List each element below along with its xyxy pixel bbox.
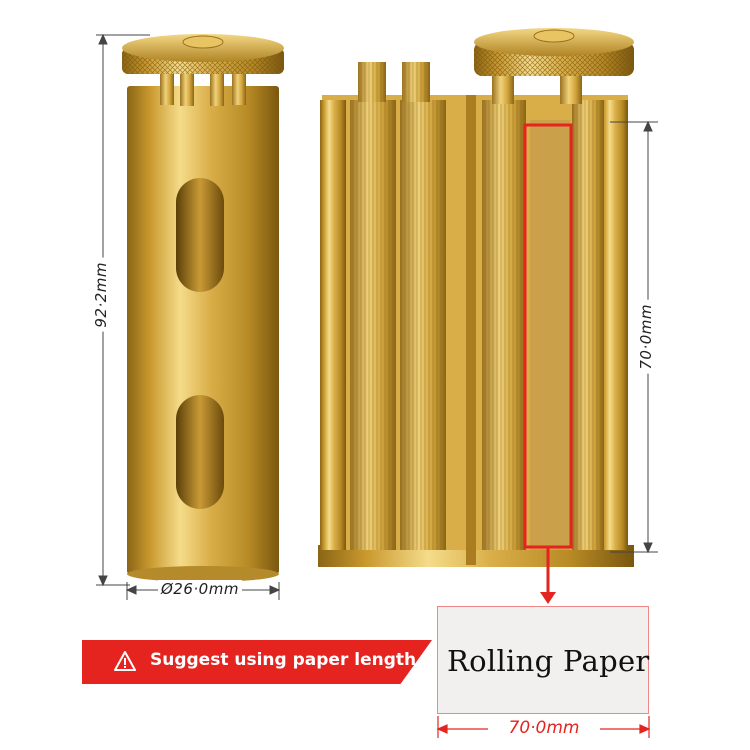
- diameter-label: Ø26·0mm: [158, 580, 242, 598]
- banner-text: Suggest using paper length: [150, 650, 417, 670]
- cylinder-case: [122, 34, 284, 582]
- suggestion-banner: [82, 640, 432, 684]
- warning-triangle-icon: [114, 651, 136, 671]
- open-case: [318, 28, 634, 567]
- paper-slot-highlight: [523, 123, 573, 549]
- rolling-paper-sample: [437, 606, 649, 714]
- rolling-paper-label: Rolling Paper: [447, 644, 650, 678]
- down-arrow-icon: [540, 548, 556, 604]
- height-label: 92·2mm: [92, 258, 110, 332]
- paper-length-label: 70·0mm: [488, 718, 600, 738]
- roller-length-label: 70·0mm: [637, 300, 655, 374]
